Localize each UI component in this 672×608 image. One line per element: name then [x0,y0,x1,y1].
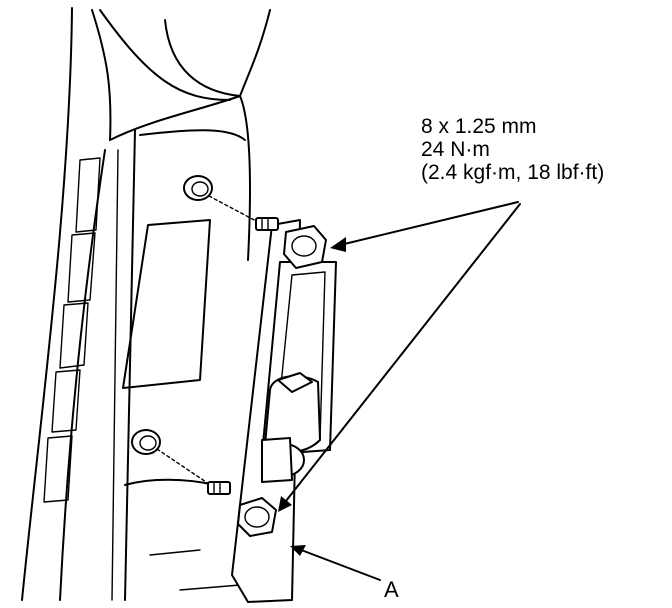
latch-assembly [231,219,337,603]
upper-nut-hole [183,175,259,223]
panel-ribs [43,157,101,503]
door-panel-outline [21,7,271,601]
upper-bolt [255,217,327,269]
lower-bolt [207,481,277,537]
bolt-torque-alt-text: (2.4 kgf·m, 18 lbf·ft) [421,161,605,184]
part-a-label: A [384,577,399,602]
panel-slot-upper [122,219,211,389]
bolt-torque-text: 24 N·m [421,138,490,161]
part-a-leader-arrow [290,545,381,581]
panel-lower-edge [124,478,241,591]
bolt-size-text: 8 x 1.25 mm [421,115,537,138]
spec-leader-arrows [278,201,521,512]
lower-nut-hole [131,429,213,487]
bolt-spec-callout: 8 x 1.25 mm 24 N·m (2.4 kgf·m, 18 lbf·ft… [421,115,604,184]
